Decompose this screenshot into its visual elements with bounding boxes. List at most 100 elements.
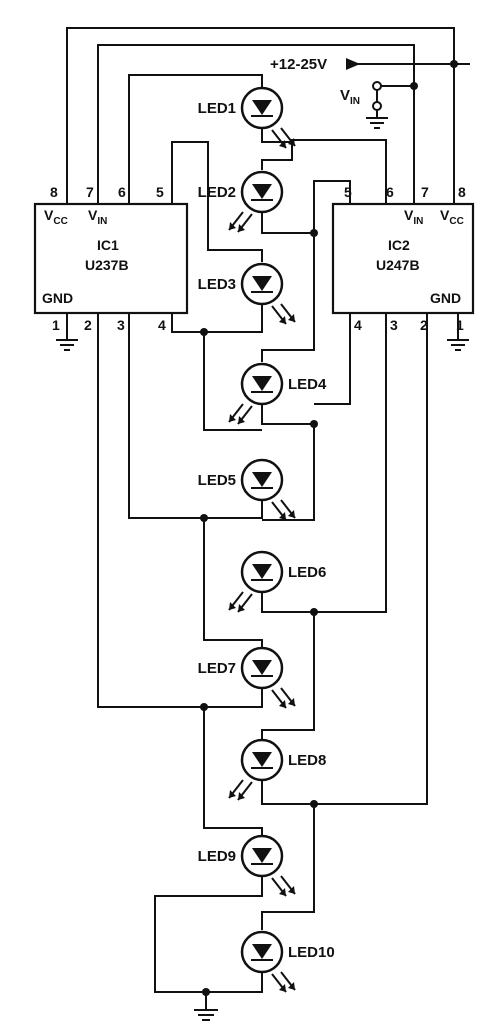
ic2-part: U247B <box>376 257 420 273</box>
led-1-label: LED1 <box>198 100 236 117</box>
led-9-arrowhead <box>279 888 286 896</box>
led-5: LED5 <box>198 458 296 521</box>
led-7-arrowhead <box>288 698 295 706</box>
led-4-diode <box>252 376 272 391</box>
ic1-pin6: 6 <box>118 184 126 200</box>
ic2-pin4: 4 <box>354 317 362 333</box>
led-6-arrowhead <box>238 604 245 612</box>
ic2-ground-symbol <box>447 339 469 351</box>
ic1-pin7: 7 <box>86 184 94 200</box>
led-10-diode <box>252 944 272 959</box>
led5-cathode-wire <box>203 500 263 650</box>
ic1-pin1: 1 <box>52 317 60 333</box>
led-1-arrowhead <box>288 138 295 146</box>
led-4: LED4 <box>228 362 327 425</box>
junction-ground <box>202 988 210 996</box>
ic1-pin4: 4 <box>158 317 166 333</box>
junction-led4 <box>310 420 318 428</box>
supply-arrow <box>346 58 360 70</box>
ic2-pin2: 2 <box>420 317 428 333</box>
led-6-arrowhead <box>229 602 236 610</box>
junctions <box>200 60 458 996</box>
led-6: LED6 <box>228 550 326 613</box>
led-7-label: LED7 <box>198 660 236 677</box>
vin-ground-symbol <box>366 110 388 129</box>
led-7-diode <box>252 660 272 675</box>
led-5-diode <box>252 472 272 487</box>
led2-cathode-wire <box>261 212 315 362</box>
led-4-label: LED4 <box>288 376 327 393</box>
led-5-label: LED5 <box>198 472 236 489</box>
ic1-vcc-label: VCC <box>44 207 68 227</box>
led-3-label: LED3 <box>198 276 236 293</box>
led-3-diode <box>252 276 272 291</box>
ic1-pin2-wire <box>97 313 204 708</box>
led-5-arrowhead <box>288 510 295 518</box>
led-9-arrowhead <box>288 886 295 894</box>
led-8: LED8 <box>228 738 326 801</box>
led-9-diode <box>252 848 272 863</box>
led8-cathode-wire <box>261 780 315 930</box>
led7-cathode-wire <box>203 688 263 836</box>
ic1-ground-symbol <box>56 339 78 351</box>
junction-led2 <box>310 229 318 237</box>
led-8-diode <box>252 752 272 767</box>
junction-led5 <box>200 514 208 522</box>
ic2-body <box>331 202 475 315</box>
led-8-arrowhead <box>238 792 245 800</box>
vin-terminal <box>372 81 382 91</box>
led-1-arrowhead <box>279 140 286 148</box>
ic2-pin3-wire <box>314 313 387 613</box>
led6-cathode-wire <box>261 592 315 740</box>
led-2-arrowhead <box>238 224 245 232</box>
led-3: LED3 <box>198 262 296 325</box>
ic2-name: IC2 <box>388 237 410 253</box>
junction-led3 <box>200 328 208 336</box>
led-2-arrowhead <box>229 222 236 230</box>
junction-vin <box>410 82 418 90</box>
ic2-pin2-wire <box>314 313 428 805</box>
ic2: VIN VCC IC2 U247B GND 5 6 7 8 4 3 2 1 <box>331 184 475 333</box>
ic2-pin5-wire <box>313 180 351 233</box>
led-10-arrowhead <box>288 982 295 990</box>
ic1-part: U237B <box>85 257 129 273</box>
junction-led8 <box>310 800 318 808</box>
vin-loop-wire <box>97 44 415 204</box>
ic1-pin4-wire <box>171 313 204 333</box>
led-4-arrowhead <box>238 416 245 424</box>
led-10: LED10 <box>240 930 335 993</box>
led-8-label: LED8 <box>288 752 326 769</box>
led-6-label: LED6 <box>288 564 326 581</box>
vin-ground-terminal <box>372 101 382 111</box>
led-2-label: LED2 <box>198 184 236 201</box>
led-6-diode <box>252 564 272 579</box>
led-1-diode <box>252 100 272 115</box>
supply-label: +12-25V <box>270 56 327 73</box>
junction-led6 <box>310 608 318 616</box>
junction-led7 <box>200 703 208 711</box>
main-ground-symbol <box>194 1009 218 1021</box>
ic1-pin3: 3 <box>117 317 125 333</box>
ic2-pin5: 5 <box>344 184 352 200</box>
ic2-pin4-wire <box>314 313 351 405</box>
led-10-label: LED10 <box>288 944 335 961</box>
ic2-pin3: 3 <box>390 317 398 333</box>
ic2-vcc-label: VCC <box>440 207 464 227</box>
ic2-pin6: 6 <box>386 184 394 200</box>
ic1-gnd-label: GND <box>42 290 73 306</box>
ic1-pin8: 8 <box>50 184 58 200</box>
led-2-diode <box>252 184 272 199</box>
ic1-pin5: 5 <box>156 184 164 200</box>
led-group: LED1LED2LED3LED4LED5LED6LED7LED8LED9LED1… <box>198 86 335 993</box>
led-7: LED7 <box>198 646 296 709</box>
led-1: LED1 <box>198 86 296 149</box>
led-9-label: LED9 <box>198 848 236 865</box>
ic2-pin6-wire <box>261 139 387 204</box>
ic2-gnd-label: GND <box>430 290 461 306</box>
vcc-loop-wire <box>66 27 455 204</box>
led-7-arrowhead <box>279 700 286 708</box>
ic1-body <box>33 202 189 315</box>
ic1: VCC VIN IC1 U237B GND 8 7 6 5 1 2 3 4 <box>33 184 189 333</box>
ic1-name: IC1 <box>97 237 119 253</box>
